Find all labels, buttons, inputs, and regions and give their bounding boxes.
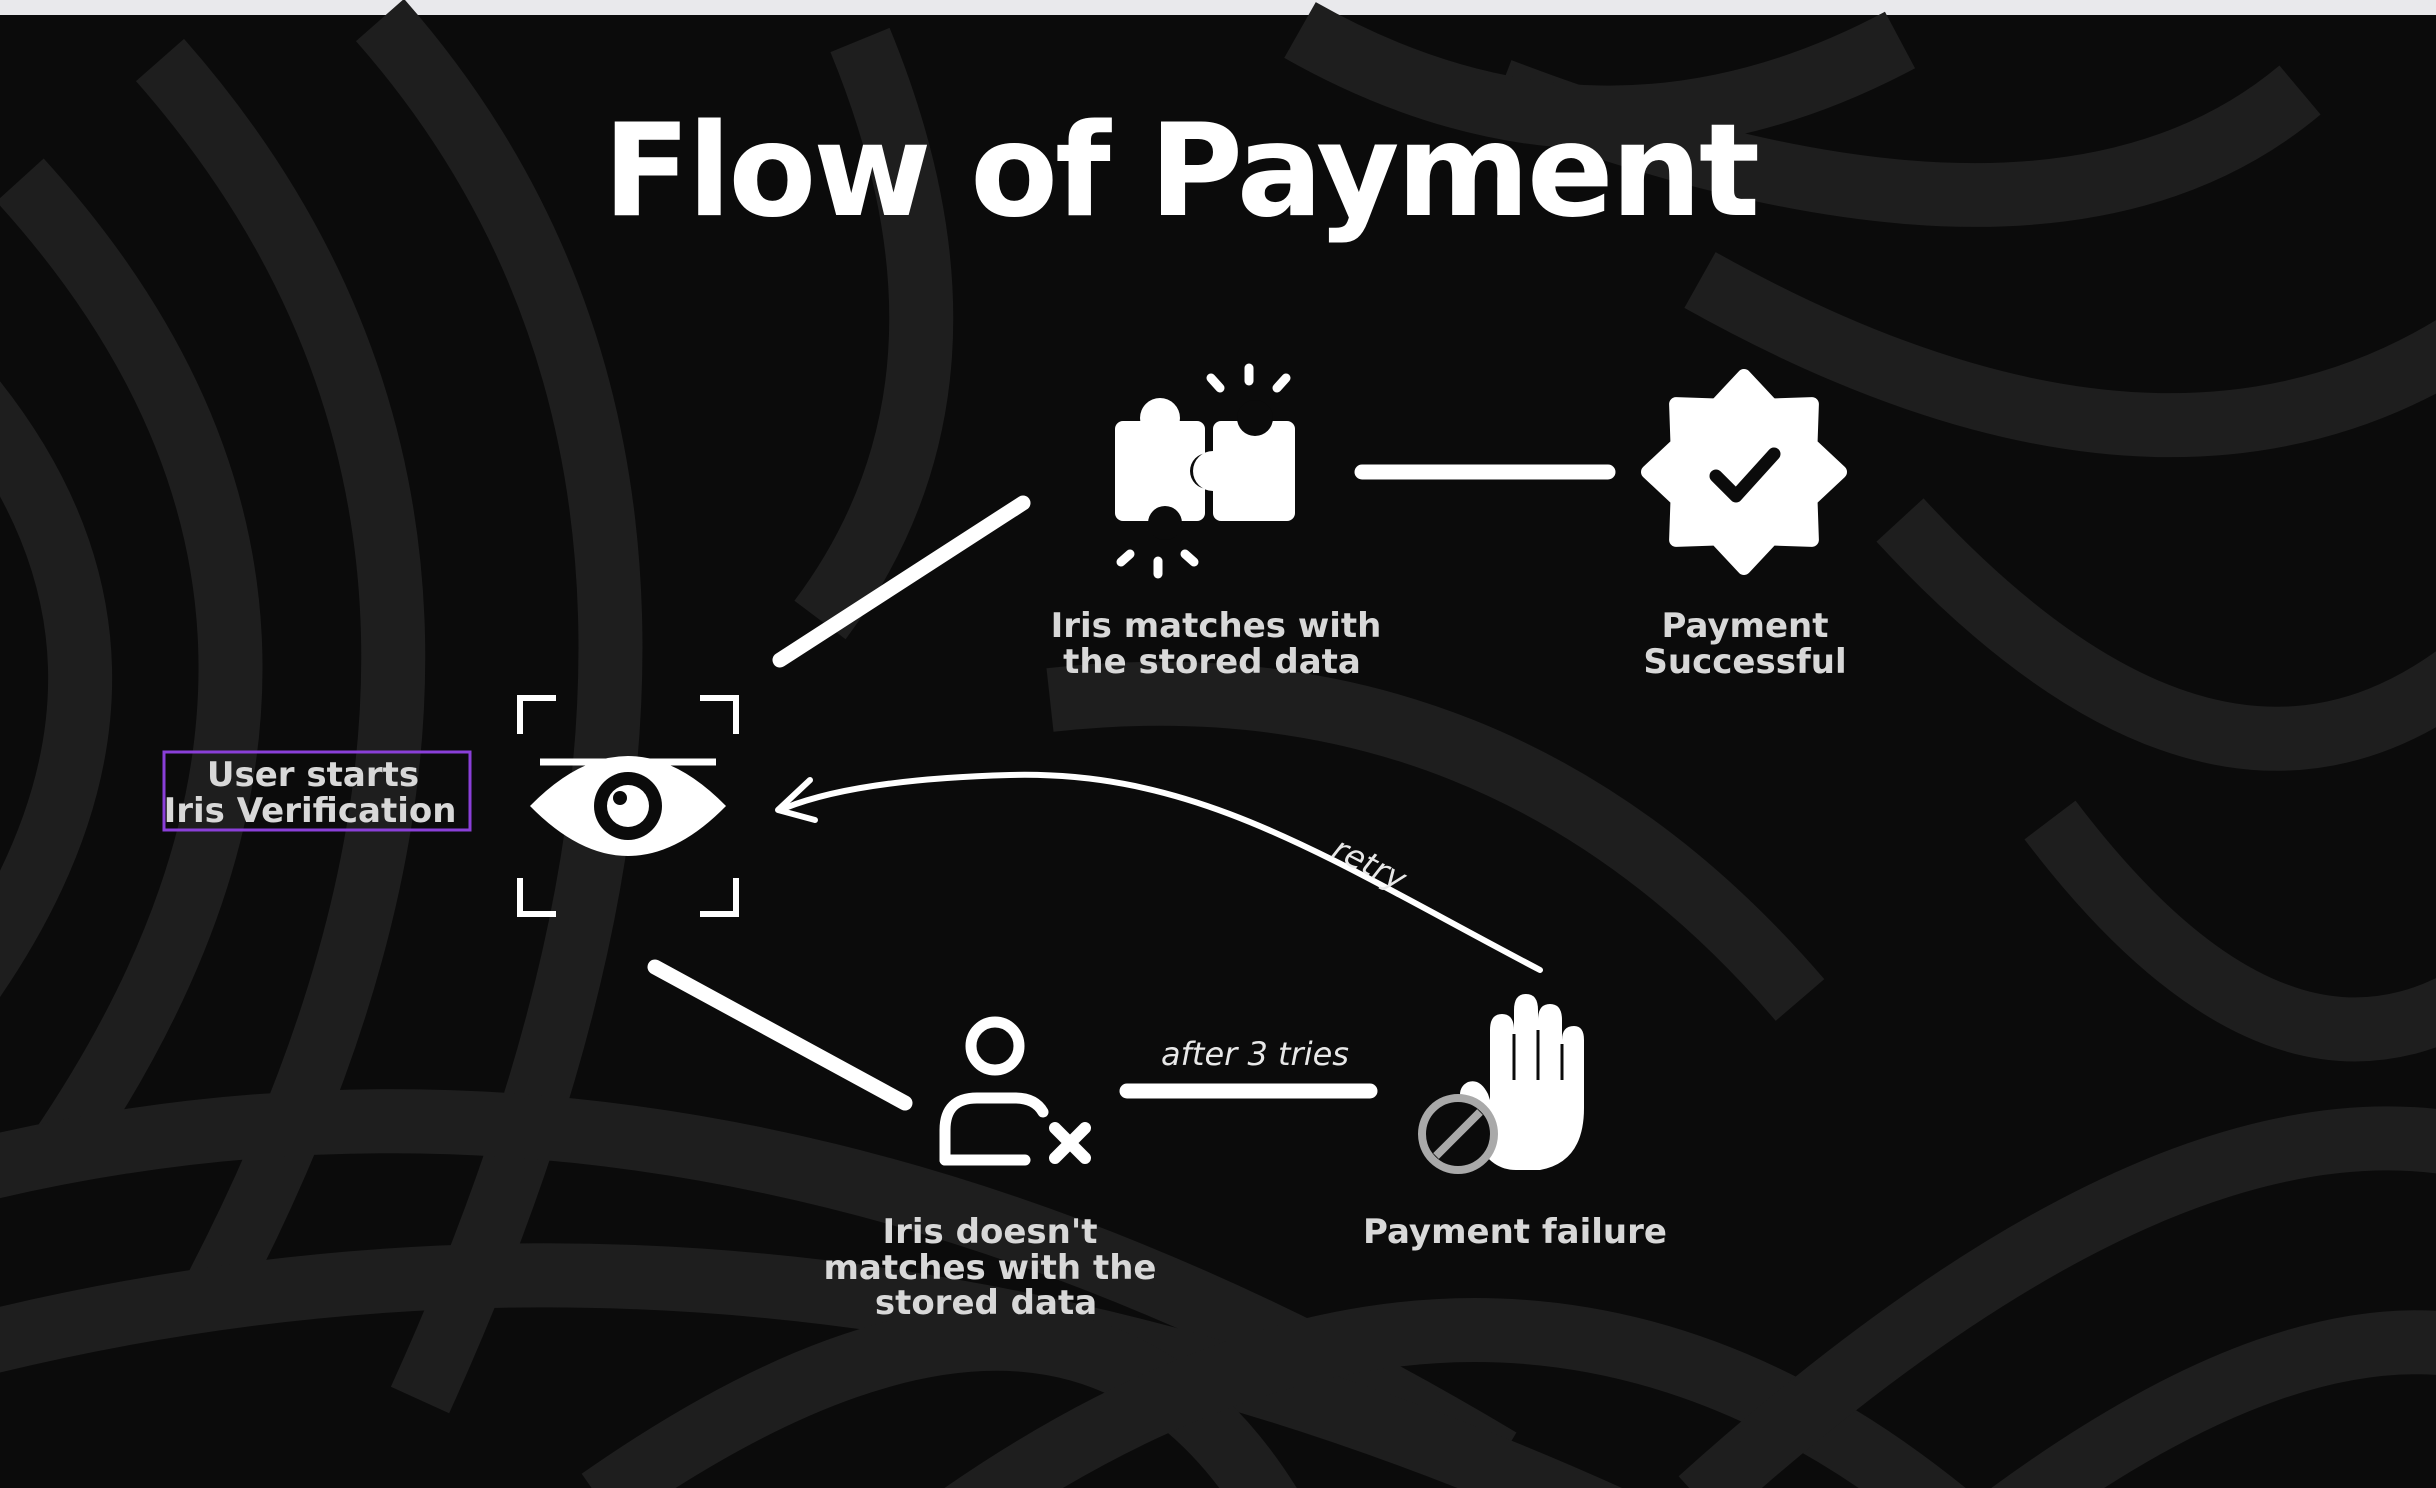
success-label-line2: Successful <box>1643 642 1846 682</box>
match-label-line1: Iris matches with <box>1051 606 1382 646</box>
mismatch-label-line1: Iris doesn't <box>882 1212 1097 1252</box>
retry-label: retry <box>1326 829 1413 899</box>
mismatch-label-line3: stored data <box>875 1283 1097 1323</box>
connectors <box>647 464 1616 1111</box>
verified-badge-icon <box>1641 369 1847 575</box>
puzzle-pieces-icon <box>1115 363 1295 579</box>
node-match-label: Iris matches with the stored data <box>1051 606 1382 682</box>
failure-label-line1: Payment failure <box>1363 1212 1667 1252</box>
arrow-head-icon <box>775 777 818 823</box>
node-mismatch-label: Iris doesn't matches with the stored dat… <box>824 1212 1157 1323</box>
mismatch-label-line2: matches with the <box>824 1248 1157 1288</box>
page-title: Flow of Payment <box>603 97 1758 246</box>
badge-outline <box>1641 369 1847 575</box>
success-label-line1: Payment <box>1661 606 1828 646</box>
user-x-icon <box>939 1016 1091 1166</box>
edge-start-to-mismatch <box>647 959 913 1111</box>
hand-stop-icon <box>1418 994 1584 1174</box>
node-success-label: Payment Successful <box>1643 606 1846 682</box>
window-top-bar <box>0 0 2436 15</box>
start-label-line2: Iris Verification <box>164 791 457 831</box>
start-label-highlight <box>162 750 472 832</box>
edge-start-to-match <box>772 495 1031 668</box>
edge-retry-arrow <box>782 771 1543 973</box>
start-label-line1: User starts <box>207 755 419 795</box>
node-failure-label: Payment failure <box>1363 1212 1667 1252</box>
eye-scan-icon <box>517 695 739 917</box>
node-start-label: User starts Iris Verification <box>164 755 457 831</box>
match-label-line2: the stored data <box>1063 642 1361 682</box>
after-tries-label: after 3 tries <box>1161 1035 1349 1073</box>
